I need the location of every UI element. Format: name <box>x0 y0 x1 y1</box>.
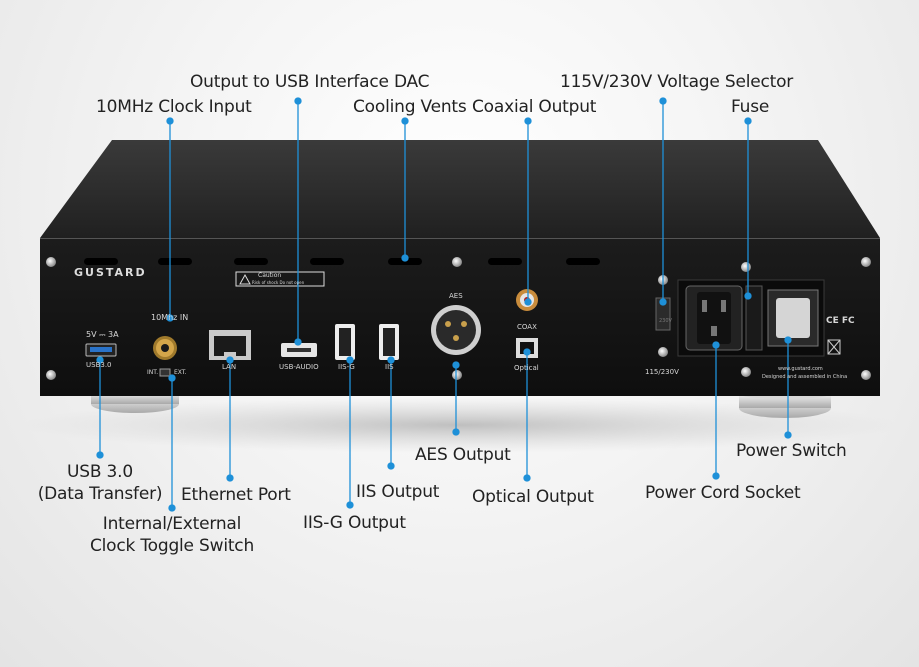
label-clock-toggle: Internal/External Clock Toggle Switch <box>82 514 262 556</box>
label-clock-toggle-line1: Internal/External <box>102 514 242 534</box>
iis-g-port <box>335 324 355 360</box>
caution-text: Caution <box>258 272 282 279</box>
label-usb3-line2: (Data Transfer) <box>37 484 163 504</box>
label-power-switch: Power Switch <box>736 441 847 461</box>
iis-g-panel-label: IIS-G <box>338 363 355 371</box>
chassis-top <box>40 140 880 238</box>
label-iis-output: IIS Output <box>356 482 440 502</box>
cooling-vents <box>84 258 600 265</box>
aes-panel-label: AES <box>449 292 463 300</box>
label-aes-output: AES Output <box>415 445 511 465</box>
iis-port <box>379 324 399 360</box>
label-fuse: Fuse <box>731 97 770 117</box>
certification-marks: CE FC <box>826 316 855 326</box>
label-iisg-output: IIS-G Output <box>303 513 406 533</box>
website-text: www.gustard.com <box>778 366 823 372</box>
caution-label <box>235 271 325 287</box>
leader-lines <box>96 97 792 512</box>
label-cooling-vents: Cooling Vents <box>353 97 467 117</box>
label-coaxial-output: Coaxial Output <box>472 97 597 117</box>
label-clock-input: 10MHz Clock Input <box>96 97 252 117</box>
label-power-cord-socket: Power Cord Socket <box>645 483 801 503</box>
label-clock-toggle-line2: Clock Toggle Switch <box>89 536 255 556</box>
bnc-clock-input <box>153 336 177 360</box>
voltage-side-label: 230V <box>659 318 672 324</box>
label-optical-output: Optical Output <box>472 487 594 507</box>
label-voltage-selector: 115V/230V Voltage Selector <box>560 72 794 92</box>
coax-panel-label: COAX <box>517 323 537 331</box>
usb3-panel-label: USB3.0 <box>86 361 112 369</box>
label-usb3: USB 3.0 (Data Transfer) <box>30 462 170 504</box>
ext-label: EXT. <box>174 369 187 376</box>
floor-shadow <box>20 397 900 453</box>
voltage-panel-label: 115/230V <box>645 368 679 376</box>
lan-panel-label: LAN <box>222 363 237 371</box>
label-usb-interface-dac: Output to USB Interface DAC <box>190 72 430 92</box>
usb-audio-panel-label: USB-AUDIO <box>279 363 319 371</box>
brand-logo: GUSTARD <box>74 266 147 279</box>
label-ethernet-port: Ethernet Port <box>181 485 291 505</box>
power-module <box>677 279 825 357</box>
assembled-text: Designed and assembled in China <box>762 374 848 380</box>
int-label: INT. <box>147 369 159 376</box>
disposal-icon <box>827 339 841 355</box>
clock-in-panel-label: 10Mhz IN <box>151 313 189 322</box>
iis-panel-label: IIS <box>385 363 394 371</box>
optical-panel-label: Optical <box>514 364 539 372</box>
label-usb3-line1: USB 3.0 <box>67 462 133 482</box>
lan-port <box>209 330 251 360</box>
caution-subtext: Risk of shock Do not open <box>252 280 305 285</box>
aes-xlr-port <box>431 305 481 355</box>
usb3-rating: 5V ⎓ 3A <box>86 330 119 339</box>
clock-toggle-switch <box>159 368 171 377</box>
panel-screws <box>46 257 871 380</box>
